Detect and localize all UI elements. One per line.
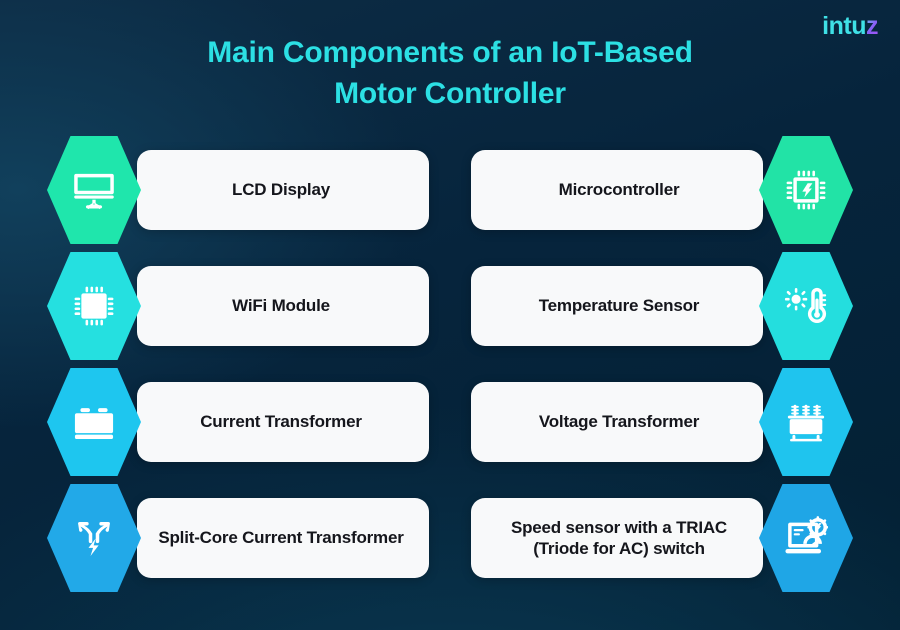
transformer-icon bbox=[784, 400, 828, 444]
component-card[interactable]: Microcontroller bbox=[471, 136, 853, 244]
component-label: Microcontroller bbox=[558, 180, 680, 200]
wifi-chip-icon bbox=[72, 284, 116, 328]
component-panel[interactable]: WiFi Module bbox=[137, 266, 429, 346]
component-label: WiFi Module bbox=[232, 296, 330, 316]
split-core-icon bbox=[72, 516, 116, 560]
component-panel[interactable]: LCD Display bbox=[137, 150, 429, 230]
component-icon-badge bbox=[759, 136, 853, 244]
component-card[interactable]: Speed sensor with a TRIAC (Triode for AC… bbox=[471, 484, 853, 592]
component-card[interactable]: LCD Display bbox=[47, 136, 429, 244]
component-label: Speed sensor with a TRIAC (Triode for AC… bbox=[510, 517, 728, 558]
component-card[interactable]: Temperature Sensor bbox=[471, 252, 853, 360]
brand-name-accent: z bbox=[866, 12, 879, 40]
component-panel[interactable]: Speed sensor with a TRIAC (Triode for AC… bbox=[471, 498, 763, 578]
component-label: Voltage Transformer bbox=[538, 412, 700, 432]
component-card[interactable]: Split-Core Current Transformer bbox=[47, 484, 429, 592]
component-icon-badge bbox=[47, 252, 141, 360]
chip-icon bbox=[784, 168, 828, 212]
brand-name-main: intu bbox=[822, 12, 866, 40]
component-label: Current Transformer bbox=[200, 412, 362, 432]
title-line-1: Main Components of an IoT-Based bbox=[207, 36, 693, 69]
monitor-icon bbox=[72, 168, 116, 212]
component-icon-badge bbox=[47, 136, 141, 244]
component-card[interactable]: Voltage Transformer bbox=[471, 368, 853, 476]
component-panel[interactable]: Current Transformer bbox=[137, 382, 429, 462]
component-panel[interactable]: Voltage Transformer bbox=[471, 382, 763, 462]
component-icon-badge bbox=[47, 484, 141, 592]
thermometer-icon bbox=[784, 284, 828, 328]
component-panel[interactable]: Microcontroller bbox=[471, 150, 763, 230]
component-card[interactable]: WiFi Module bbox=[47, 252, 429, 360]
component-label: LCD Display bbox=[232, 180, 330, 200]
page-title: Main Components of an IoT-Based Motor Co… bbox=[0, 32, 900, 115]
component-icon-badge bbox=[47, 368, 141, 476]
component-label: Temperature Sensor bbox=[538, 296, 700, 316]
title-line-2: Motor Controller bbox=[334, 77, 566, 111]
component-panel[interactable]: Temperature Sensor bbox=[471, 266, 763, 346]
brand-logo: intuz bbox=[822, 14, 878, 39]
component-icon-badge bbox=[759, 252, 853, 360]
speed-sensor-icon bbox=[784, 516, 828, 560]
component-panel[interactable]: Split-Core Current Transformer bbox=[137, 498, 429, 578]
battery-bolt-icon bbox=[72, 400, 116, 444]
component-card[interactable]: Current Transformer bbox=[47, 368, 429, 476]
component-icon-badge bbox=[759, 368, 853, 476]
component-icon-badge bbox=[759, 484, 853, 592]
component-label: Split-Core Current Transformer bbox=[158, 528, 404, 548]
